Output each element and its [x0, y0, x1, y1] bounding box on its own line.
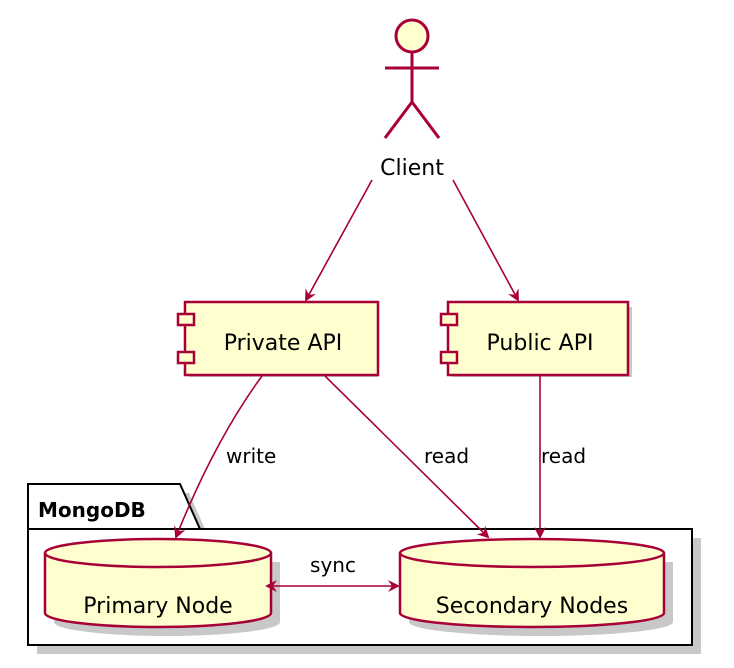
public-api-label: Public API: [487, 331, 594, 356]
actor-label: Client: [380, 156, 444, 181]
edge-label-sync: sync: [310, 553, 356, 577]
component-icon: [176, 312, 196, 365]
edge-label-read-public: read: [541, 444, 586, 468]
private-api-label: Private API: [224, 331, 343, 356]
edge-client-to-private-api: [305, 179, 373, 302]
edge-private-api-to-secondary: read: [324, 375, 490, 539]
edge-label-read-private: read: [424, 444, 469, 468]
database-cylinder-icon: [398, 537, 673, 636]
secondary-nodes-label: Secondary Nodes: [436, 594, 628, 619]
edge-private-api-to-primary: write: [174, 375, 276, 539]
public-api-component: Public API: [439, 300, 632, 377]
edge-client-to-public-api: [452, 179, 519, 302]
package-label: MongoDB: [38, 498, 146, 522]
edge-primary-sync-secondary: sync: [265, 553, 400, 592]
edge-public-api-to-secondary: read: [534, 376, 586, 539]
private-api-component: Private API: [176, 300, 380, 377]
secondary-nodes-database: Secondary Nodes: [398, 537, 673, 636]
primary-node-label: Primary Node: [83, 594, 232, 619]
database-cylinder-icon: [43, 537, 280, 636]
edge-label-write: write: [226, 444, 276, 468]
stick-figure-actor-icon: [383, 18, 441, 139]
primary-node-database: Primary Node: [43, 537, 280, 636]
component-icon: [439, 312, 459, 365]
client-actor: Client: [380, 18, 444, 181]
